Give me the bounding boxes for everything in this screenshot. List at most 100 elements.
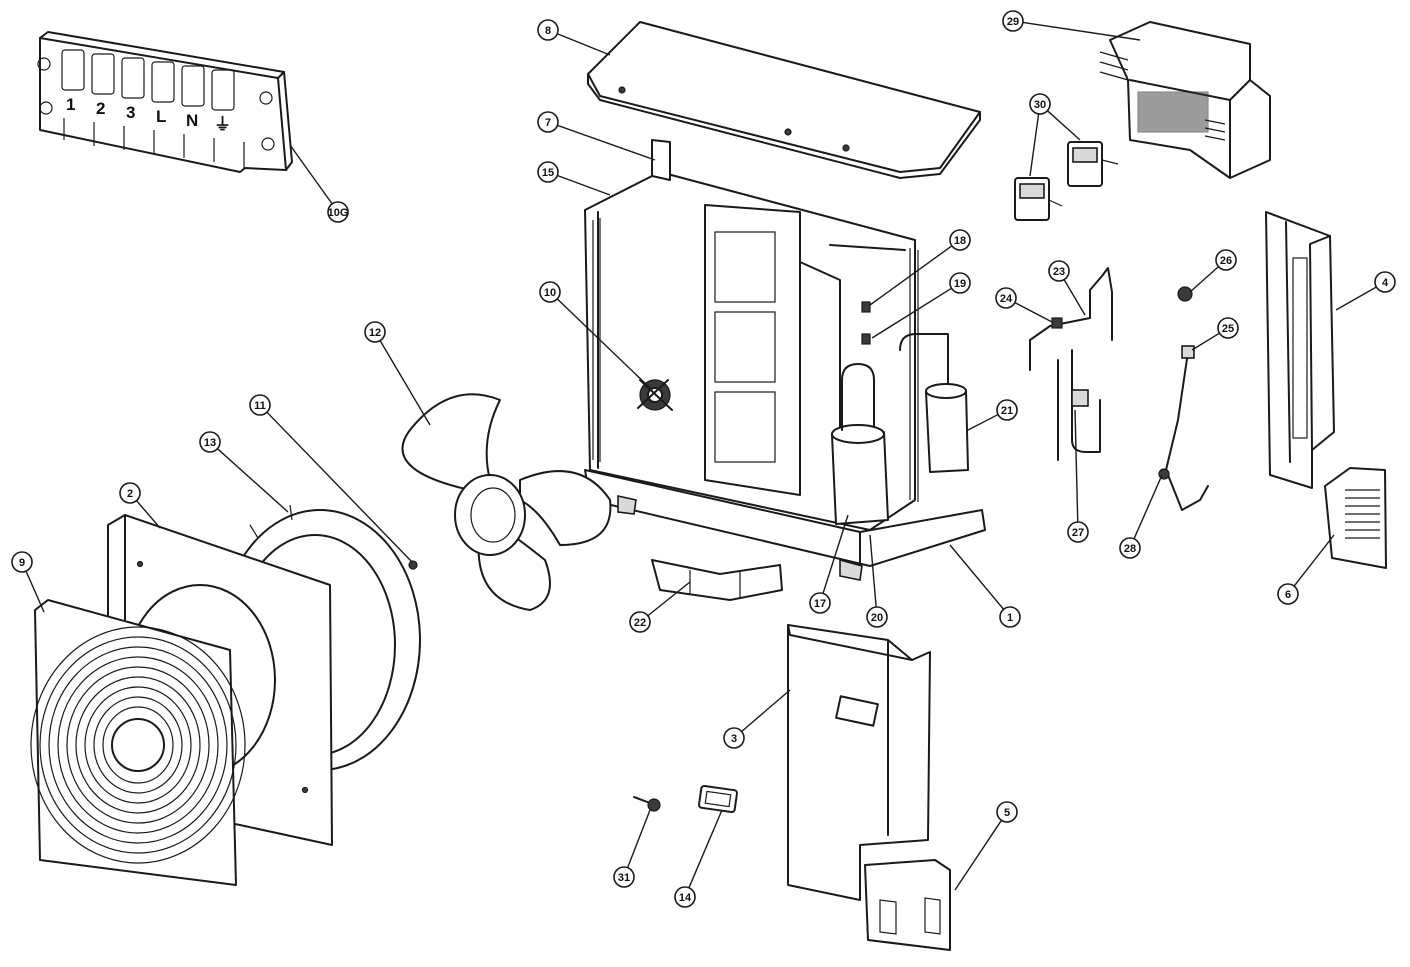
accumulator bbox=[899, 333, 969, 473]
callout-number: 10G bbox=[328, 207, 349, 219]
leader-line bbox=[822, 514, 849, 594]
callout-circle bbox=[539, 281, 561, 303]
callout-circle bbox=[809, 592, 831, 614]
leader-lines bbox=[25, 21, 1377, 891]
callout-circle bbox=[723, 727, 745, 749]
grille-ring bbox=[48, 646, 228, 844]
callout-circle bbox=[1374, 271, 1396, 293]
leader-line bbox=[869, 534, 877, 608]
leader-line bbox=[1022, 21, 1141, 41]
callout-circle bbox=[996, 801, 1018, 823]
callout-2: 2 bbox=[119, 482, 141, 504]
callout-circle bbox=[1002, 10, 1024, 32]
leader-line bbox=[967, 413, 999, 431]
callout-1: 1 bbox=[999, 606, 1021, 628]
callout-number: 12 bbox=[369, 327, 381, 339]
leader-line bbox=[25, 570, 45, 613]
leader-line bbox=[954, 819, 1003, 891]
callout-18: 18 bbox=[949, 229, 971, 251]
callout-number: 15 bbox=[542, 167, 554, 179]
leader-line bbox=[1335, 286, 1377, 311]
grille-ring bbox=[39, 636, 237, 854]
pressure-switch bbox=[1177, 286, 1193, 302]
motor-bracket bbox=[651, 559, 783, 601]
callout-circle bbox=[629, 611, 651, 633]
callout-21: 21 bbox=[996, 399, 1018, 421]
callout-number: 14 bbox=[679, 892, 692, 904]
callout-5: 5 bbox=[996, 801, 1018, 823]
leader-line bbox=[626, 809, 651, 868]
callout-number: 5 bbox=[1004, 807, 1010, 819]
callout-circle bbox=[1277, 583, 1299, 605]
callout-number: 19 bbox=[954, 278, 966, 290]
leader-line bbox=[1191, 332, 1220, 351]
callout-circle bbox=[1048, 260, 1070, 282]
grille-ring bbox=[84, 686, 192, 804]
callout-circle bbox=[537, 161, 559, 183]
valve-assembly bbox=[1029, 267, 1113, 461]
callout-number: 25 bbox=[1222, 323, 1234, 335]
leader-line bbox=[289, 144, 333, 205]
leader-line bbox=[135, 500, 161, 529]
leader-line bbox=[741, 689, 791, 733]
leader-line bbox=[869, 245, 953, 306]
callout-number: 20 bbox=[871, 612, 883, 624]
leader-line bbox=[266, 411, 413, 563]
leader-line bbox=[216, 448, 289, 513]
callout-7: 7 bbox=[537, 111, 559, 133]
callout-20: 20 bbox=[866, 606, 888, 628]
leader-line bbox=[1133, 474, 1163, 540]
front-cover bbox=[787, 624, 931, 901]
terminal-label: L bbox=[156, 107, 166, 126]
callout-26: 26 bbox=[1215, 249, 1237, 271]
leader-line bbox=[647, 581, 691, 617]
leader-line bbox=[556, 298, 651, 389]
leader-line bbox=[557, 33, 611, 56]
callout-circle bbox=[537, 19, 559, 41]
handle bbox=[698, 784, 738, 814]
callout-19: 19 bbox=[949, 272, 971, 294]
callout-circle bbox=[949, 272, 971, 294]
callout-circle bbox=[1215, 249, 1237, 271]
terminal-label: N bbox=[186, 111, 198, 130]
callout-circle bbox=[199, 431, 221, 453]
callout-3: 3 bbox=[723, 727, 745, 749]
side-grille bbox=[1324, 467, 1387, 569]
callout-10: 10 bbox=[539, 281, 561, 303]
callout-8: 8 bbox=[537, 19, 559, 41]
top-cover bbox=[587, 21, 981, 179]
callout-circle bbox=[11, 551, 33, 573]
callout-12: 12 bbox=[364, 321, 386, 343]
leader-line bbox=[1063, 279, 1086, 316]
leader-line bbox=[688, 809, 723, 889]
callout-24: 24 bbox=[995, 287, 1017, 309]
callout-number: 17 bbox=[814, 598, 826, 610]
leader-line bbox=[1189, 266, 1219, 293]
callout-17: 17 bbox=[809, 592, 831, 614]
callout-number: 1 bbox=[1007, 612, 1013, 624]
leader-line bbox=[379, 340, 431, 426]
callout-23: 23 bbox=[1048, 260, 1070, 282]
callout-circle bbox=[327, 201, 349, 223]
grille-ring bbox=[93, 696, 183, 794]
callout-number: 30 bbox=[1034, 99, 1046, 111]
callout-number: 23 bbox=[1053, 266, 1065, 278]
callout-number: 13 bbox=[204, 437, 216, 449]
grille-ring bbox=[30, 626, 246, 864]
leader-line bbox=[1046, 110, 1081, 141]
control-box bbox=[1099, 21, 1271, 179]
callout-number: 2 bbox=[127, 488, 133, 500]
leader-line bbox=[1293, 534, 1335, 587]
fan-motor bbox=[637, 379, 673, 411]
terminal-label: 2 bbox=[96, 99, 105, 118]
callout-circle bbox=[119, 482, 141, 504]
grille-ring bbox=[102, 706, 174, 784]
sensors bbox=[861, 301, 871, 345]
leader-line bbox=[557, 124, 656, 161]
callout-number: 10 bbox=[544, 287, 556, 299]
callout-number: 24 bbox=[1000, 293, 1013, 305]
transformers bbox=[1014, 141, 1119, 221]
temperature-sensor bbox=[633, 796, 661, 812]
callout-circle bbox=[1119, 537, 1141, 559]
